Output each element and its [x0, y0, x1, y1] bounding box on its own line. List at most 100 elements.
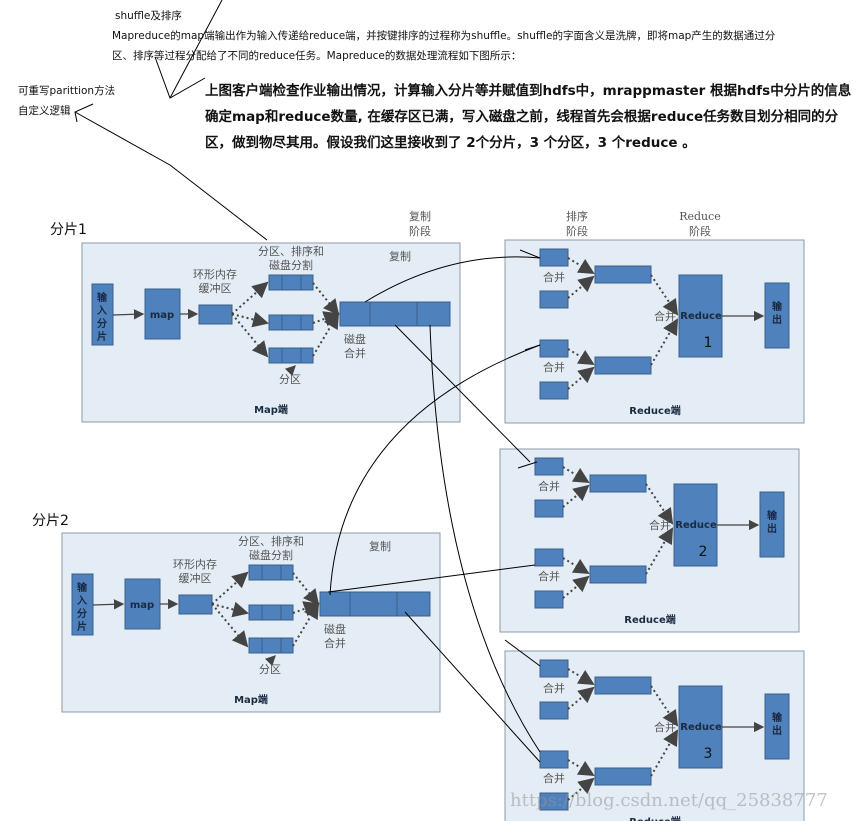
output-label: 输出 [772, 711, 783, 737]
merge-label: 合并 [654, 720, 676, 734]
annotation-line [504, 639, 541, 667]
split-1-label: 分片1 [50, 222, 87, 238]
reduce-box [678, 685, 723, 769]
buffer-label-2: 缓冲区 [199, 281, 232, 295]
dotted-arrow [650, 729, 679, 777]
merge-label: 合并 [324, 636, 346, 650]
partition-box [268, 274, 314, 291]
arrow-partition [264, 655, 276, 667]
segment-box [539, 792, 569, 811]
dotted-arrow [562, 575, 590, 599]
partition-label: 分区 [279, 373, 301, 386]
dotted-arrow [650, 318, 679, 366]
segment-box [539, 248, 569, 267]
dotted-arrow [312, 312, 340, 357]
section-title: shuffle及排序 [115, 10, 182, 22]
dotted-arrow [567, 777, 595, 801]
segment-box [534, 548, 564, 567]
intro-line-2: 区、排序等过程分配给了不同的reduce任务。Mapreduce的数据处理流程如… [112, 50, 522, 62]
dotted-arrow [645, 527, 674, 575]
watermark: https://blog.csdn.net/qq_25838777 [510, 790, 828, 811]
output-box [764, 282, 790, 349]
partition-box [248, 604, 294, 621]
bold-note-1: 上图客户端检查作业输出情况，计算输入分片等并赋值到hdfs中，mrappmast… [205, 83, 852, 99]
arrow-partition [284, 365, 296, 377]
map-box [124, 578, 161, 630]
reduce-label: Reduce [675, 520, 717, 531]
buffer-label-2: 缓冲区 [179, 571, 212, 585]
reducer-number: 3 [704, 746, 713, 762]
dotted-arrow [567, 275, 595, 299]
reducer-number: 2 [699, 544, 708, 560]
merged-box [594, 356, 652, 375]
reduce-panel-3: 合并合并Reduce合并3输出Reduce端 [504, 650, 805, 821]
dotted-arrow [567, 366, 595, 390]
dotted-arrow [292, 572, 320, 606]
merge-label: 合并 [344, 346, 366, 360]
reduce-end-label: Reduce端 [624, 613, 675, 626]
annotation-line [74, 111, 268, 241]
segment-box [534, 499, 564, 518]
partition-sort-label: 分区、排序和 [238, 534, 304, 548]
annotation-line [429, 324, 541, 753]
disk-split-label: 磁盘分割 [269, 258, 313, 272]
dotted-arrow [231, 313, 269, 358]
segment-box [539, 701, 569, 720]
partition-box [248, 564, 294, 581]
buffer-label: 环形内存 [193, 267, 237, 281]
annotation-line [404, 611, 541, 763]
map-label: map [150, 310, 174, 321]
dotted-arrow [562, 484, 590, 508]
reduce-end-label: Reduce端 [629, 404, 680, 417]
note-partition-1: 可重写parittion方法 [18, 85, 116, 97]
disk-split-label: 磁盘分割 [249, 548, 293, 562]
copy-label: 复制 [369, 539, 391, 553]
reduce-box [678, 274, 723, 358]
merged-box [594, 265, 652, 284]
annotation-line [327, 564, 536, 593]
annotation-lines [74, 0, 541, 763]
dotted-arrow [292, 602, 320, 647]
merged-box [594, 767, 652, 786]
output-box [759, 491, 785, 558]
merge-label: 合并 [649, 518, 671, 532]
annotation-line [169, 0, 223, 99]
stage-sort-2: 阶段 [566, 224, 588, 238]
segment-box [534, 457, 564, 476]
merge-label: 合并 [543, 360, 565, 374]
annotation-line [364, 256, 541, 303]
merge-label: 合并 [654, 309, 676, 323]
annotation-line [517, 461, 538, 469]
merge-label: 合并 [543, 771, 565, 785]
map-label: map [130, 600, 154, 611]
arrow-input-map [92, 599, 125, 610]
partition-box [268, 314, 314, 331]
segment-box [534, 590, 564, 609]
buffer-label: 环形内存 [173, 557, 217, 571]
stage-reduce: Reduce [679, 210, 721, 223]
merged-box [589, 565, 647, 584]
merge-label: 合并 [538, 569, 560, 583]
ring-buffer-box [178, 594, 213, 615]
segment-box [539, 381, 569, 400]
disk-label: 磁盘 [324, 622, 346, 636]
merge-label: 合并 [543, 681, 565, 695]
ring-buffer-box [198, 304, 233, 325]
stage-reduce-2: 阶段 [689, 224, 711, 238]
segment-box [539, 659, 569, 678]
output-label: 输出 [772, 300, 783, 326]
disk-merge-box [339, 301, 451, 327]
reduce-end-label: Reduce端 [629, 815, 680, 821]
map-end-label: Map端 [234, 693, 268, 706]
partition-label: 分区 [259, 663, 281, 676]
note-partition-2: 自定义逻辑 [18, 105, 71, 117]
segment-box [539, 750, 569, 769]
dotted-arrow [231, 311, 269, 328]
intro-line-1: Mapreduce的map端输出作为输入传递给reduce端，并按键排序的过程称… [112, 30, 776, 42]
merged-box [594, 676, 652, 695]
copy-label: 复制 [389, 249, 411, 263]
